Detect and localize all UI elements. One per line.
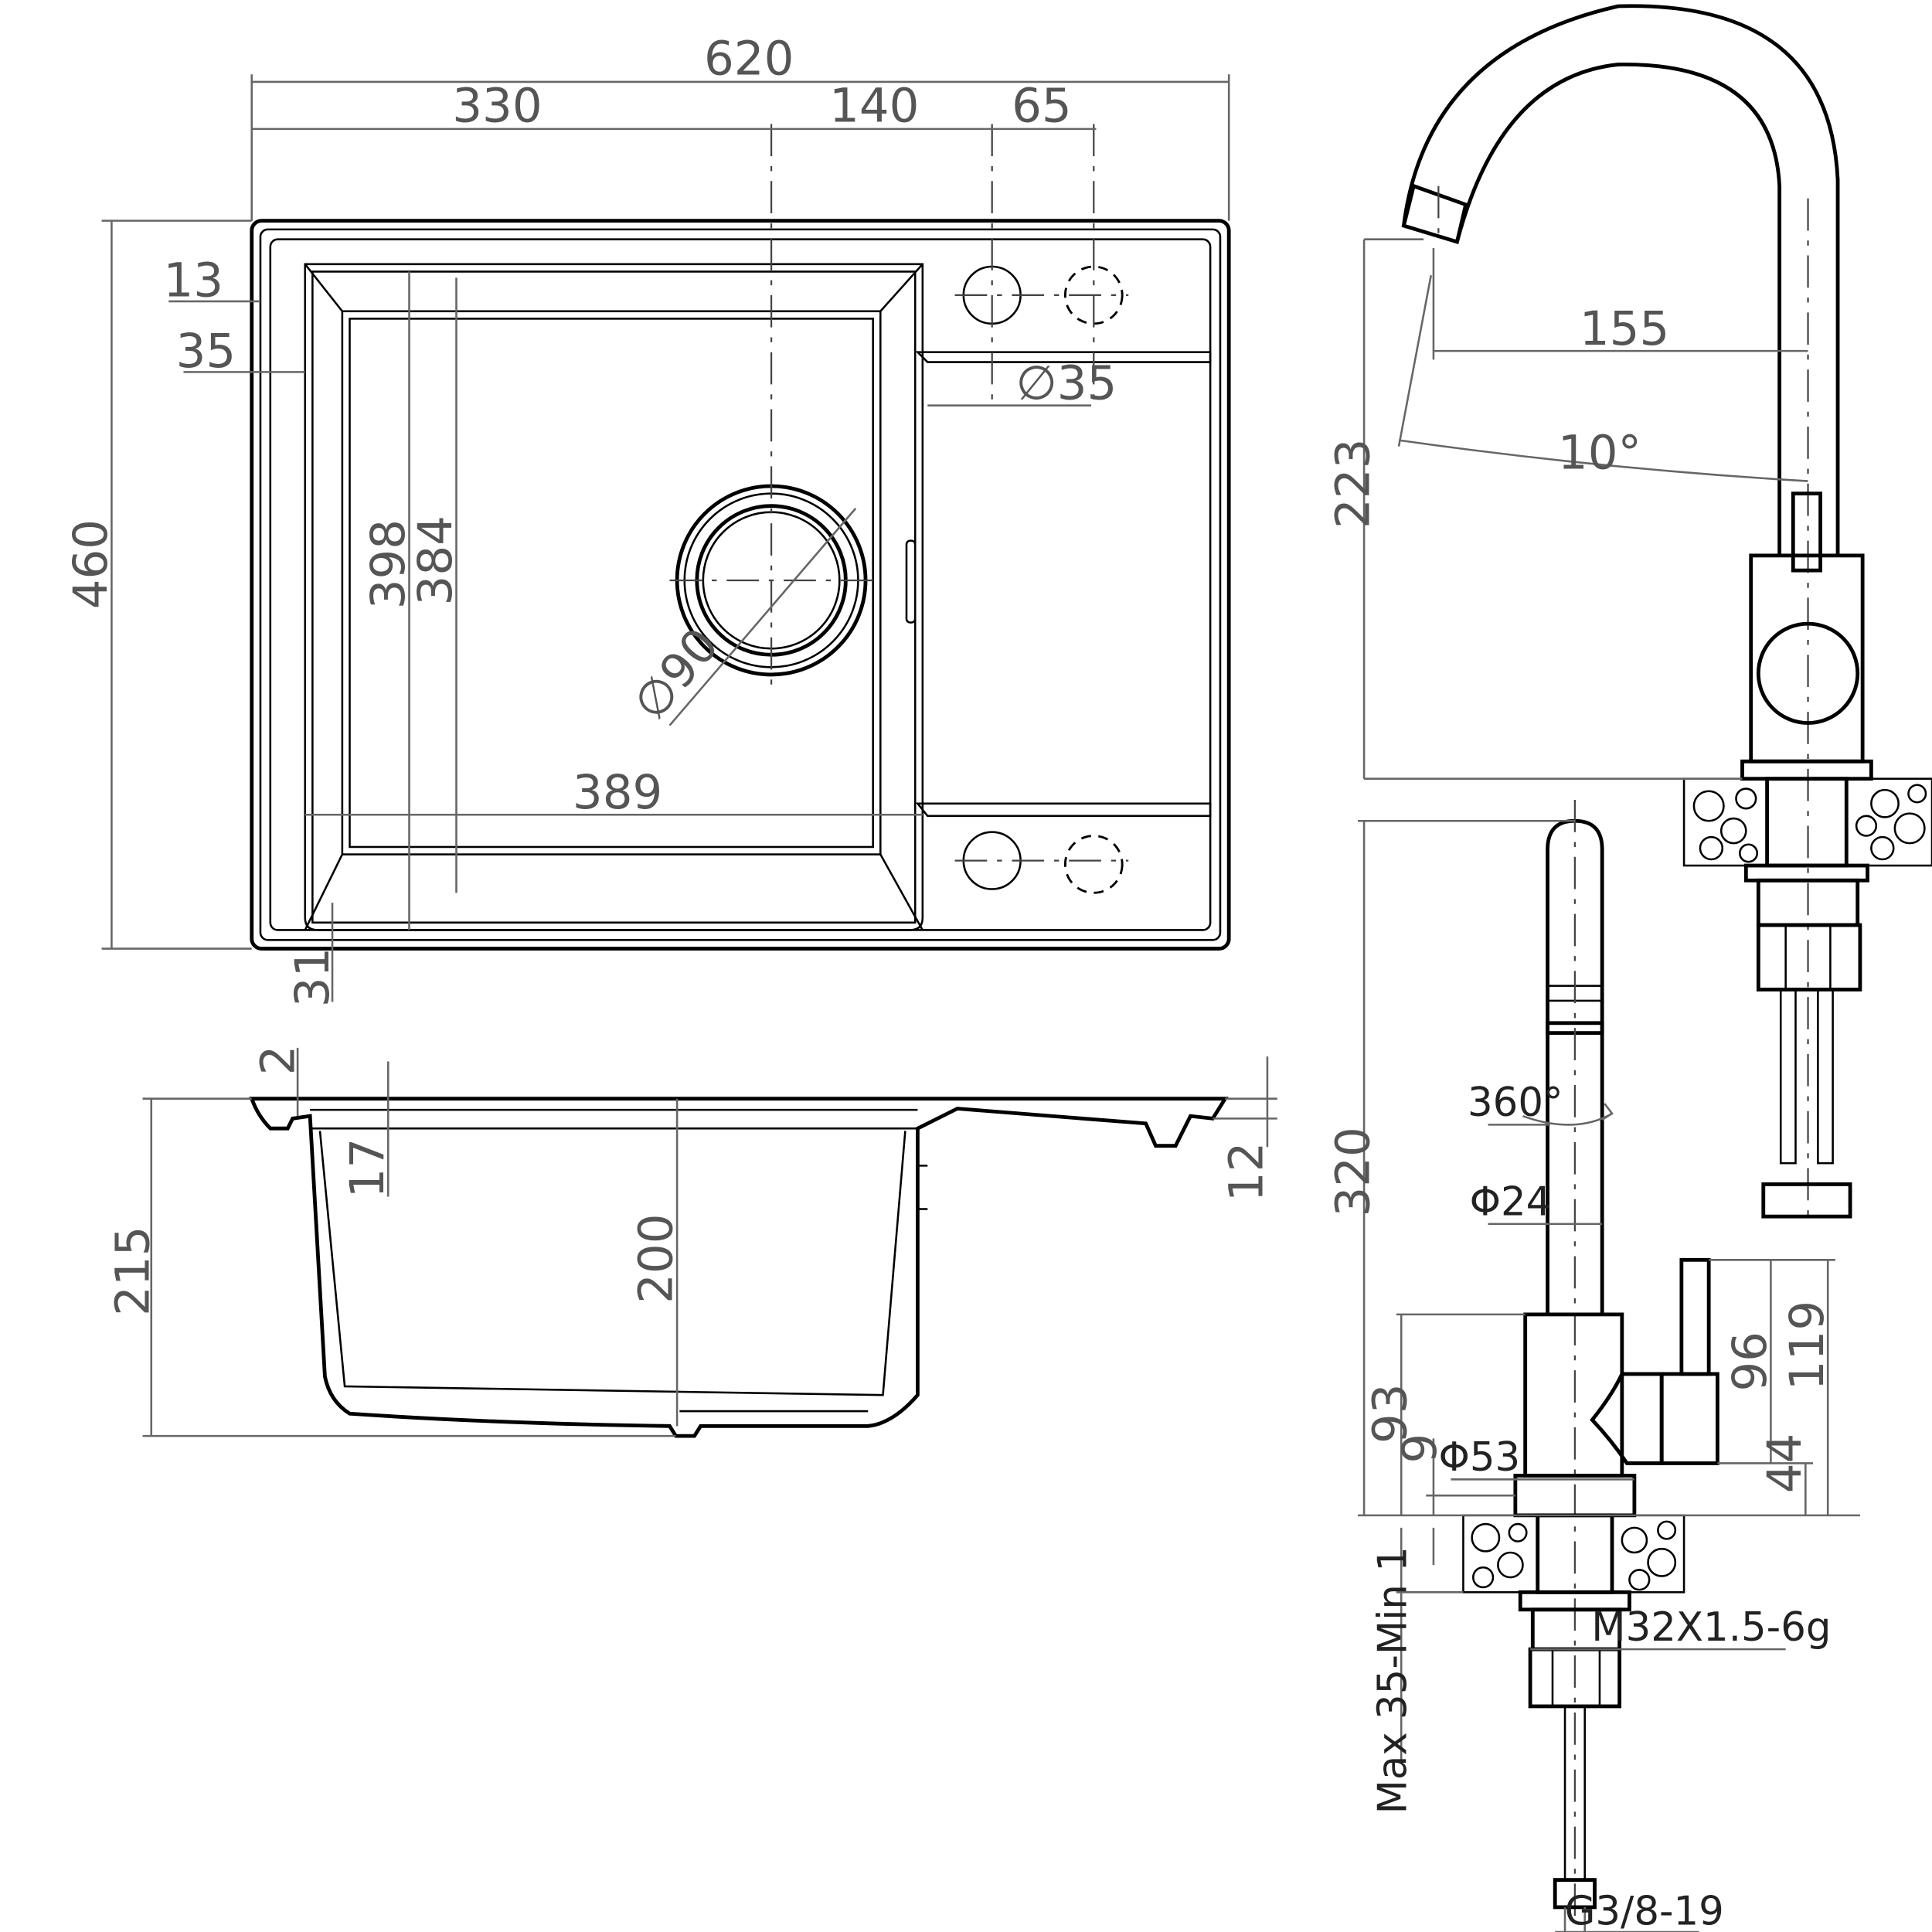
dim-tap-offset: 65 (1012, 78, 1072, 133)
dim-rim-inner: 35 (176, 324, 236, 379)
dim-total-height: 320 (1326, 1127, 1381, 1216)
dim-rim-edge: 13 (164, 253, 224, 308)
sink-top-view: 620 330 140 65 460 13 35 398 384 389 ∅90… (63, 31, 1231, 1008)
dim-rim-height: 2 (250, 1046, 305, 1076)
dim-rotation: 360° (1468, 1080, 1563, 1126)
dim-handle-height: 119 (1780, 1301, 1835, 1390)
dim-handle-low: 44 (1757, 1434, 1812, 1494)
dim-spout-angle: 10° (1558, 426, 1641, 481)
faucet-side-view: 223 155 10° (1326, 4, 1932, 1219)
dim-handle-body: 96 (1723, 1332, 1777, 1392)
dim-body-height: 93 (1363, 1383, 1418, 1444)
dim-lip-height: 17 (340, 1138, 395, 1199)
dim-bowl-bottom-depth: 384 (408, 515, 463, 605)
dim-bowl-offset: 330 (452, 78, 542, 133)
dim-overall-depth: 460 (63, 519, 118, 609)
dim-hose-thread: G3/8-19 (1565, 1888, 1724, 1932)
dim-bowl-width: 389 (573, 765, 662, 820)
dim-base-diameter: Φ53 (1438, 1434, 1520, 1481)
dim-spout-diameter: Φ24 (1470, 1179, 1552, 1226)
dim-tap-hole-diameter: ∅35 (1016, 356, 1117, 411)
dim-overall-height: 215 (106, 1226, 161, 1316)
dim-thread: M32X1.5-6g (1591, 1604, 1831, 1651)
dim-overall-width: 620 (704, 31, 794, 86)
dim-base-gap: 9 (1393, 1434, 1447, 1464)
dim-drainboard-thickness: 12 (1219, 1142, 1274, 1202)
dim-front-rim: 31 (285, 947, 340, 1008)
faucet-front-view: 320 360° Φ24 119 96 44 93 9 Φ53 Max 35-M… (1326, 799, 1860, 1932)
dim-bowl-height: 200 (629, 1214, 684, 1304)
sink-section-view: 2 17 12 215 200 (106, 1046, 1277, 1438)
dim-spout-reach: 155 (1580, 301, 1669, 356)
dim-mount-thickness: Max 35-Min 1 (1370, 1546, 1417, 1814)
dim-bowl-inner-depth: 398 (361, 519, 416, 609)
dim-tap-spacing: 140 (829, 78, 919, 133)
dim-spout-height: 223 (1326, 439, 1381, 529)
